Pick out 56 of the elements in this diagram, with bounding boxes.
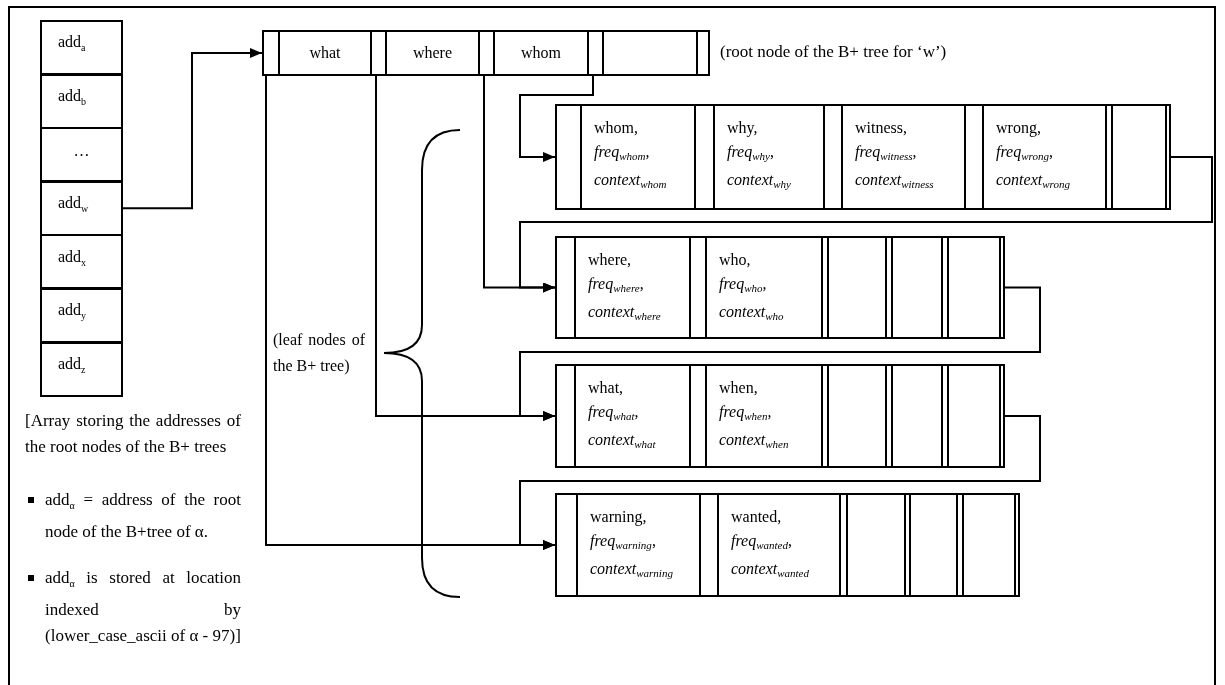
bullet-note: add$_{α}$ is stored at location indexed by (lower_case_ascii of α - 97)] [45,567,241,648]
key-cell: where [385,32,480,74]
key-cell: what [278,32,372,74]
arrow [519,415,1041,550]
arrow [519,286,1041,421]
array-cell: add$_{b}$ [40,73,123,129]
entry-text: warning, freq$_{warning}$, context$_{warning}$ [590,507,673,581]
node-caption: (root node of the B+ tree for ‘w’) [720,42,947,62]
key-cell: whom [493,32,589,74]
empty-key-cell [891,238,943,337]
array-caption: [Array storing the addresses of the root nodes of the B+ trees [25,410,241,458]
leaf-node-box [555,236,1005,339]
entry-cell [717,495,841,595]
bullet-note: add$_{α}$ = address of the root node of the B+tree of α. [45,489,241,544]
empty-key-cell [827,238,887,337]
empty-key-cell [909,495,958,595]
entry-text: when, freq$_{when}$, context$_{when}$ [719,378,789,452]
brace-label: (leaf nodes of the B+ tree) [273,330,365,376]
array-cell: add$_{x}$ [40,234,123,290]
empty-key-cell [947,238,1001,337]
arrow [122,48,263,210]
empty-key-cell [947,366,1001,466]
empty-key-cell [962,495,1016,595]
entry-text: whom, freq$_{whom}$, context$_{whom}$ [594,118,667,192]
arrow [519,156,1213,293]
arrow [519,75,594,162]
array-cell: … [40,127,123,183]
array-cell: add$_{z}$ [40,341,123,397]
array-cell: add$_{w}$ [40,180,123,236]
entry-text: who, freq$_{who}$, context$_{who}$ [719,250,784,324]
entry-text: why, freq$_{why}$, context$_{why}$ [727,118,791,192]
empty-key-cell [846,495,906,595]
root-node-box [262,30,710,76]
entry-cell [982,106,1107,208]
entry-text: wrong, freq$_{wrong}$, context$_{wrong}$ [996,118,1070,192]
leaf-node-box [555,364,1005,468]
array-cell: add$_{a}$ [40,20,123,75]
entry-cell [705,366,823,466]
entry-cell [574,366,691,466]
array-cell: add$_{y}$ [40,288,123,343]
entry-text: wanted, freq$_{wanted}$, context$_{wanted}$ [731,507,809,581]
leaf-node-box [555,104,1171,210]
empty-key-cell [602,32,698,74]
entry-text: where, freq$_{where}$, context$_{where}$ [588,250,661,324]
entry-cell [705,238,823,337]
entry-text: witness, freq$_{witness}$, context$_{witness}$ [855,118,934,192]
leaf-node-box [555,493,1020,597]
empty-key-cell [827,366,887,466]
entry-cell [841,106,966,208]
entry-cell [576,495,701,595]
empty-key-cell [1111,106,1167,208]
entry-cell [574,238,691,337]
entry-cell [580,106,696,208]
entry-text: what, freq$_{what}$, context$_{what}$ [588,378,656,452]
entry-cell [713,106,825,208]
empty-key-cell [891,366,943,466]
